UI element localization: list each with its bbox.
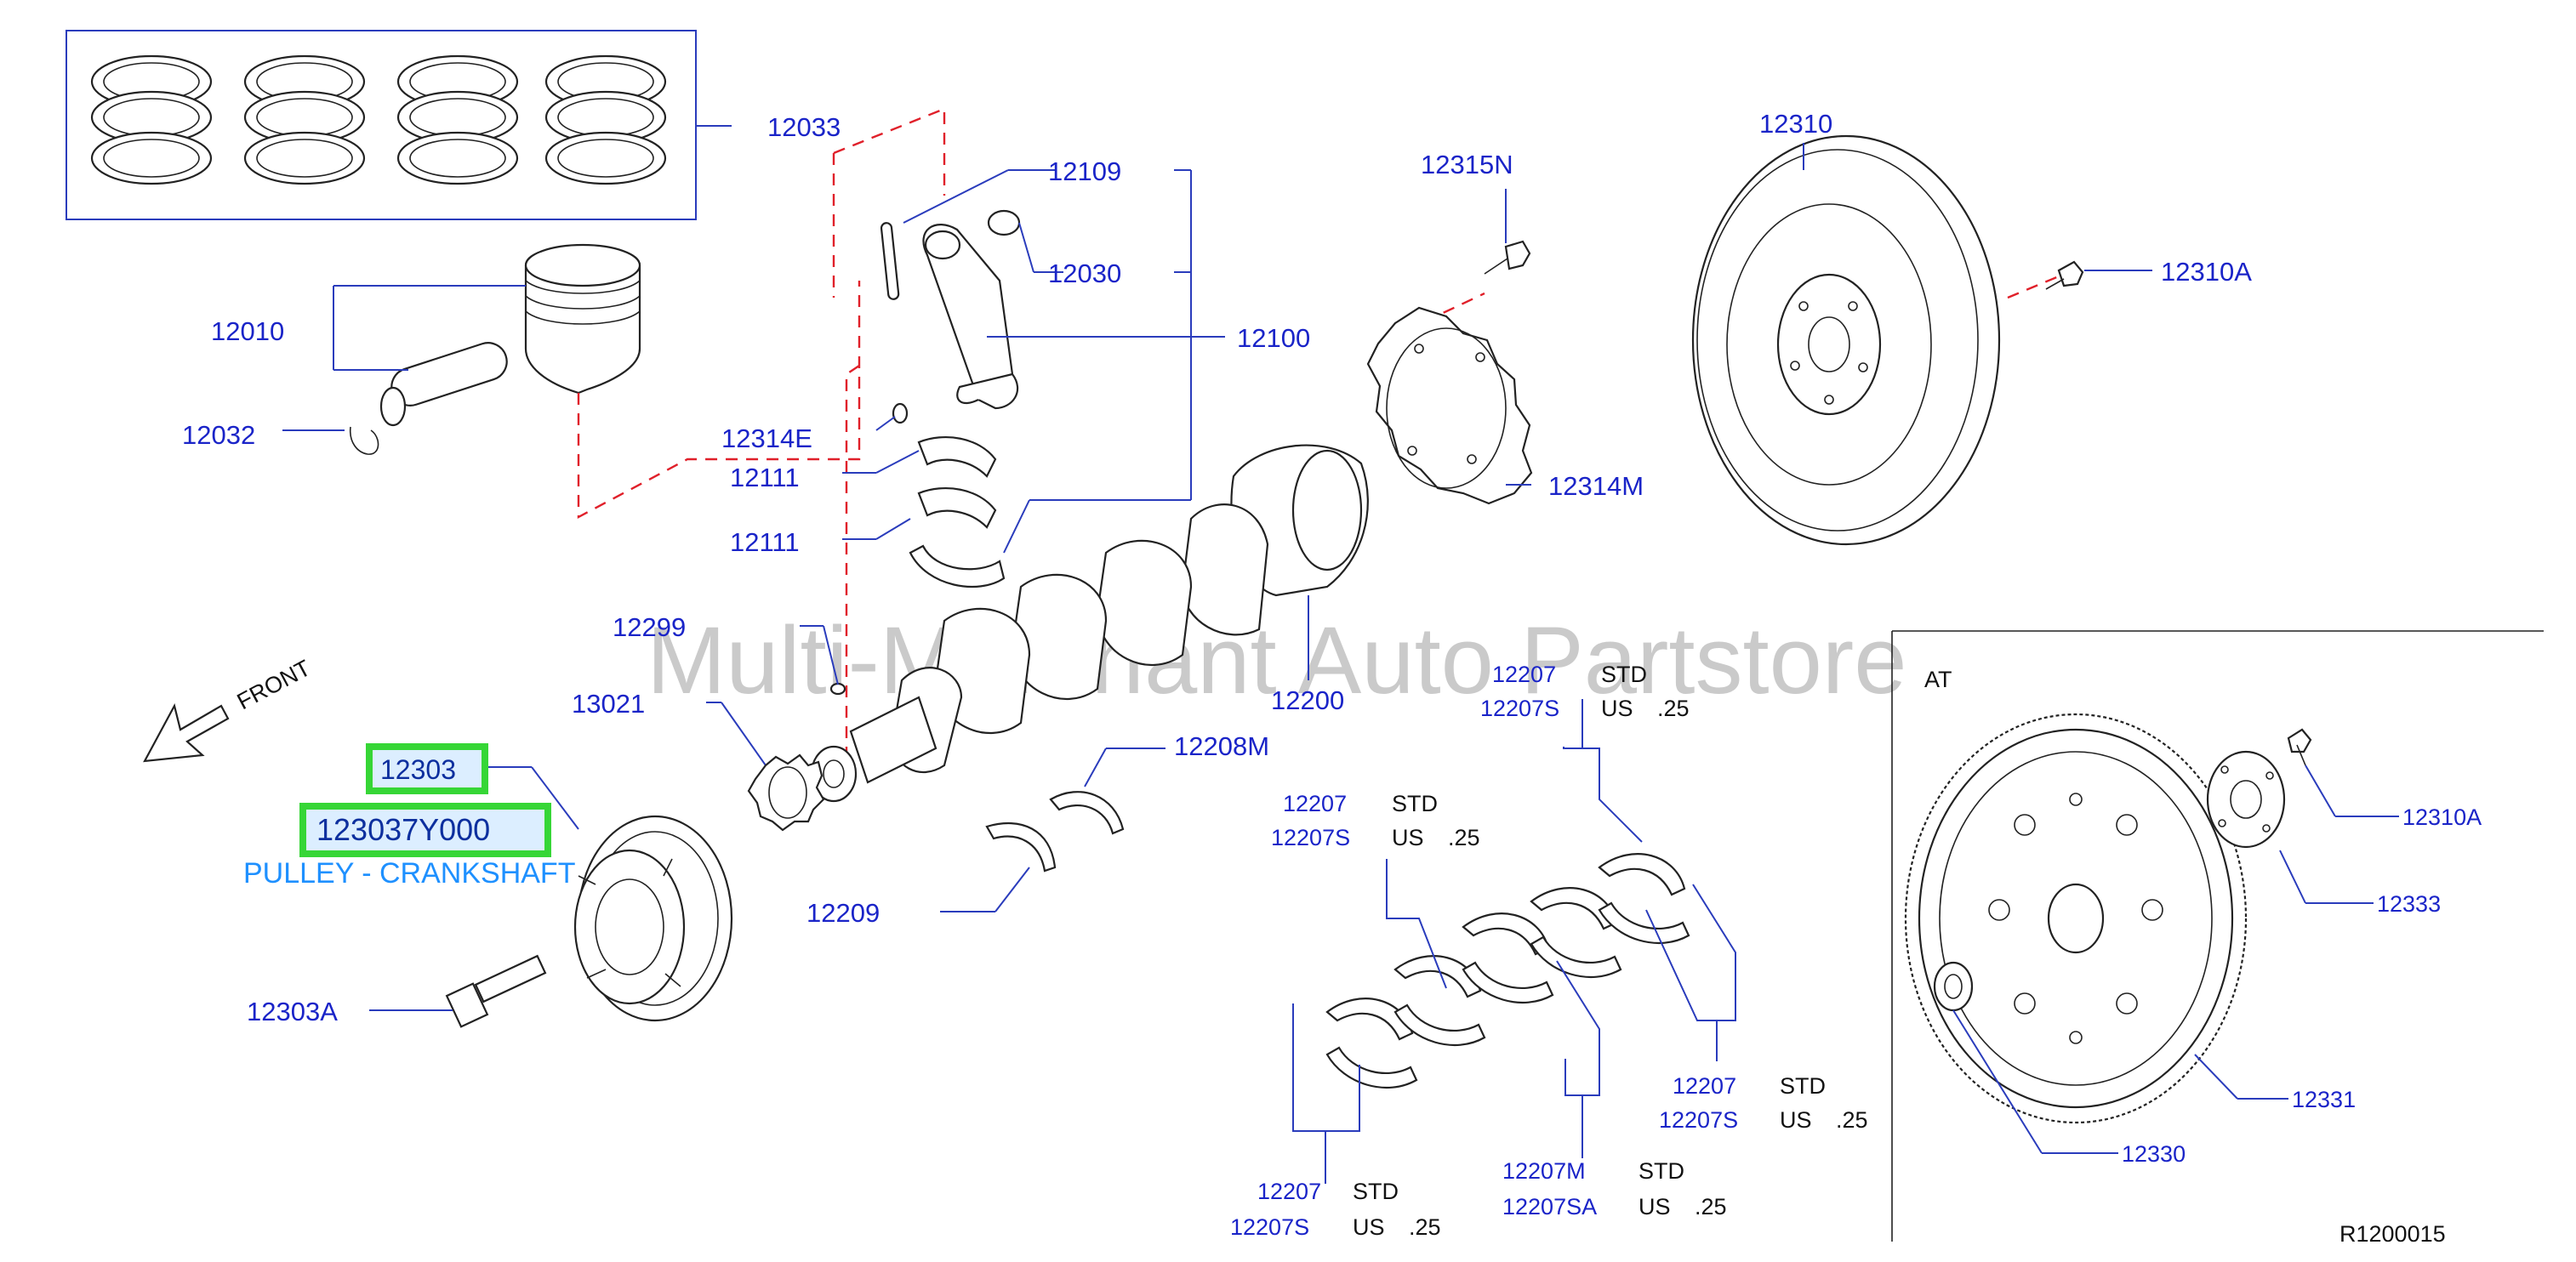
bearing-group1-us: US [1601,696,1633,721]
crankshaft [810,444,1369,803]
bearing-group5-us: US [1780,1107,1812,1133]
highlight-part-number[interactable]: 12303 [366,743,488,794]
bearing-group3-part-us: 12207S [1230,1214,1309,1240]
callout-12315N: 12315N [1421,150,1513,179]
callout-12111-upper: 12111 [730,463,800,492]
callout-12030: 12030 [1048,259,1121,288]
main-bearings [1325,853,1690,1089]
flywheel [1691,134,2084,546]
callout-12010: 12010 [211,316,284,346]
callout-12303A: 12303A [247,997,338,1026]
bearing-group5-part-us: 12207S [1659,1107,1738,1133]
callout-12200: 12200 [1271,685,1344,715]
bearing-group2-us: US [1392,825,1424,850]
bearing-group3-std: STD [1353,1179,1399,1204]
bearing-group2-us-val: .25 [1448,825,1480,850]
bearing-group2-part: 12207 [1283,791,1347,816]
at-callout-12333: 12333 [2377,891,2441,917]
at-callout-12331: 12331 [2292,1087,2356,1112]
signal-plate [1366,240,1533,505]
callout-12100: 12100 [1237,323,1310,353]
callout-12209: 12209 [806,898,880,928]
callout-12109: 12109 [1048,156,1121,186]
at-callout-12330: 12330 [2122,1141,2186,1167]
assembly-guide-line [577,107,946,519]
bearing-group5-us-val: .25 [1836,1107,1868,1133]
part-description: PULLEY - CRANKSHAFT [243,857,575,890]
bearing-group4-us: US [1638,1194,1671,1219]
callout-12314M: 12314M [1548,471,1644,501]
bearing-group1-part: 12207 [1492,662,1556,687]
callout-13021: 13021 [572,689,645,719]
bearing-group4-std: STD [1638,1158,1684,1184]
bearing-group3-us: US [1353,1214,1385,1240]
bearing-group4-part: 12207M [1502,1158,1586,1184]
diagram-ref-code: R1200015 [2339,1221,2446,1247]
bearing-group1-us-val: .25 [1657,696,1690,721]
callout-12314E: 12314E [721,424,812,453]
at-section: AT [1891,630,2544,1242]
callout-12208M: 12208M [1174,731,1269,761]
highlight-part-number-text: 12303 [380,754,456,785]
callout-12111-lower: 12111 [730,527,800,557]
callout-12310: 12310 [1759,109,1832,139]
thrust-bearings [985,791,1125,873]
at-label: AT [1924,667,1952,692]
at-callout-12310A: 12310A [2402,804,2482,830]
front-arrow: FRONT [143,655,315,763]
crankshaft-pulley [573,815,733,1022]
callout-12032: 12032 [182,420,255,450]
crank-sprocket [747,753,825,832]
highlight-full-part-number[interactable]: 123037Y000 [299,803,551,857]
bearing-group3-us-val: .25 [1409,1214,1441,1240]
pulley-bolt [445,954,547,1028]
bearing-group5-part: 12207 [1673,1073,1736,1099]
bearing-group4-us-val: .25 [1695,1194,1727,1219]
bearing-group2-std: STD [1392,791,1438,816]
highlight-full-part-number-text: 123037Y000 [316,812,490,847]
connecting-rod [880,209,1021,588]
callout-12299: 12299 [613,612,686,642]
piston-assembly [282,243,641,455]
bearing-group1-std: STD [1601,662,1647,687]
watermark-text: Multi-Merchant Auto Partstore [647,607,1906,713]
callout-12033: 12033 [767,112,841,142]
bearing-group4-part-us: 12207SA [1502,1194,1597,1219]
front-label: FRONT [233,655,315,714]
bearing-group5-std: STD [1780,1073,1826,1099]
bearing-group2-part-us: 12207S [1271,825,1350,850]
bearing-group1-part-us: 12207S [1480,696,1559,721]
piston-rings-group [66,30,732,220]
bearing-group3-part: 12207 [1257,1179,1321,1204]
callout-12310A: 12310A [2161,257,2252,287]
